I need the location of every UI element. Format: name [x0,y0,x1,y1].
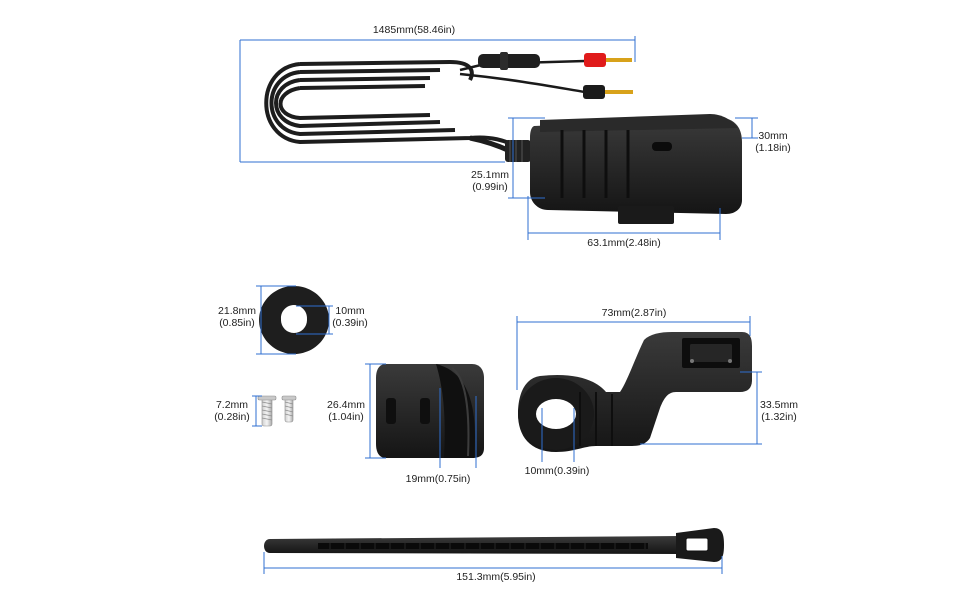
charger-depth-label-mm: 30mm [758,130,787,142]
clamp-bore-label: 19mm(0.75in) [406,473,471,485]
black-terminal-pin [605,90,633,94]
grip-ribs [560,130,630,198]
clamp-slot-right [420,398,430,424]
screw-large [257,395,277,427]
cable-tie-lock [685,537,709,552]
pipe-clamp [376,364,484,458]
ring-outer-label-in: (0.85in) [219,317,255,329]
clamp-height-dimension: 26.4mm (1.04in) [327,363,386,459]
screw-length-label-in: (0.28in) [214,411,250,423]
red-terminal-pin [606,58,632,62]
charger-assembly [264,52,742,224]
cable-tie-length-label: 151.3mm(5.95in) [456,571,535,583]
bracket-height-label-in: (1.32in) [761,411,797,423]
clamp-slot-left [386,398,396,424]
fuse-holder [478,54,540,68]
bracket-width-label: 73mm(2.87in) [602,307,667,319]
screw-length-label-mm: 7.2mm [216,399,248,411]
red-terminal [584,53,606,67]
bracket-hole [536,399,576,429]
usb-charger-body [530,114,742,224]
cable-length-dimension: 1485mm(58.46in) [239,24,636,163]
bracket-hole-label: 10mm(0.39in) [525,465,590,477]
cable-length-label: 1485mm(58.46in) [373,24,455,36]
mounting-bracket [518,332,752,452]
strain-relief [505,140,531,162]
ring-outer-label-mm: 21.8mm [218,305,256,317]
clamp-height-label-mm: 26.4mm [327,399,365,411]
screw-length-dimension: 7.2mm (0.28in) [214,395,262,427]
ring-inner-label-mm: 10mm [335,305,364,317]
charger-depth-dimension: 30mm (1.18in) [735,117,791,154]
cable-tie-length-dimension: 151.3mm(5.95in) [263,552,723,583]
ring-outer-dimension: 21.8mm (0.85in) [218,285,296,355]
cable-tie-teeth [318,543,648,549]
ring-inner-dimension: 10mm (0.39in) [296,305,368,335]
charger-depth-label-in: (1.18in) [755,142,791,154]
screw-small [281,395,297,423]
coiled-cable [264,59,522,159]
fuse-holder-ring [500,52,508,70]
charger-width-label: 63.1mm(2.48in) [587,237,661,249]
rubber-ring [259,286,330,354]
charger-height-dimension: 25.1mm (0.99in) [471,117,545,199]
ring-inner-label-in: (0.39in) [332,317,368,329]
ring-hole [281,307,307,333]
clamp-height-label-in: (1.04in) [328,411,364,423]
clamp-bore-dimension: 19mm(0.75in) [406,388,477,485]
mounting-foot [618,206,674,224]
usb-c-port [652,142,672,151]
clamp-bore [436,364,475,458]
bracket-width-dimension: 73mm(2.87in) [516,307,751,390]
bracket-height-label-mm: 33.5mm [760,399,798,411]
charger-height-label-in: (0.99in) [472,181,508,193]
charger-width-dimension: 63.1mm(2.48in) [527,196,721,249]
black-terminal [583,85,605,99]
bracket-hole-dimension: 10mm(0.39in) [525,408,590,477]
bracket-height-dimension: 33.5mm (1.32in) [640,371,798,445]
charger-height-label-mm: 25.1mm [471,169,509,181]
cable-tie [264,528,724,562]
